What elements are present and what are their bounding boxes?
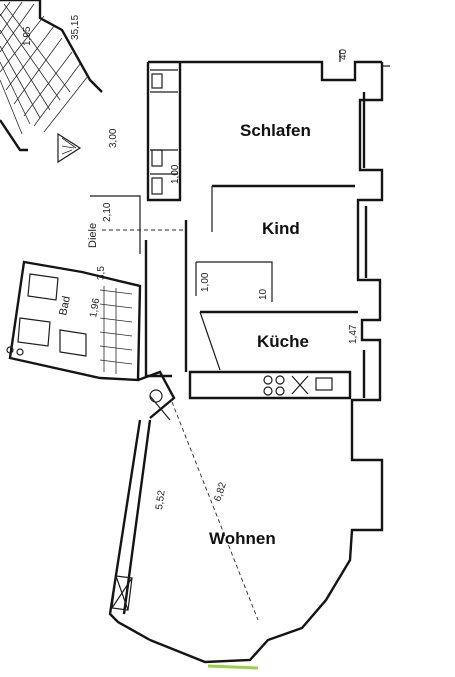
- dim-kind-side: 1,00: [200, 272, 211, 292]
- staircase: [0, 0, 103, 164]
- room-label-kueche: Küche: [257, 332, 309, 351]
- dim-bath-a: 1,96: [88, 297, 102, 319]
- dim-top-stair-a: 1,95: [22, 26, 33, 46]
- wohnen-west-wall: [108, 370, 259, 642]
- dim-wohnen-diag: 6,82: [212, 481, 229, 503]
- dim-stair-landing: 3,00: [108, 128, 119, 148]
- dim-right-tick: 40: [338, 48, 349, 60]
- room-label-wohnen: Wohnen: [209, 529, 276, 548]
- room-label-diele: Diele: [87, 223, 99, 248]
- room-label-schlafen: Schlafen: [240, 121, 311, 140]
- dim-diele-width: 2,10: [102, 202, 113, 222]
- dim-bath-b: 3,5: [96, 266, 107, 280]
- exterior-wall: [148, 50, 390, 670]
- dim-kind-closet: 1,00: [170, 164, 181, 184]
- room-label-kind: Kind: [262, 219, 300, 238]
- dim-kind-small: 10: [258, 288, 269, 300]
- interior-walls: [90, 62, 358, 400]
- dim-wohnen-side: 5,52: [154, 489, 168, 510]
- bathroom: [6, 260, 142, 382]
- room-label-bad: Bad: [57, 295, 73, 317]
- dim-top-stair-b: 35,15: [70, 15, 81, 40]
- dim-kitchen-tick: 1,47: [348, 324, 359, 344]
